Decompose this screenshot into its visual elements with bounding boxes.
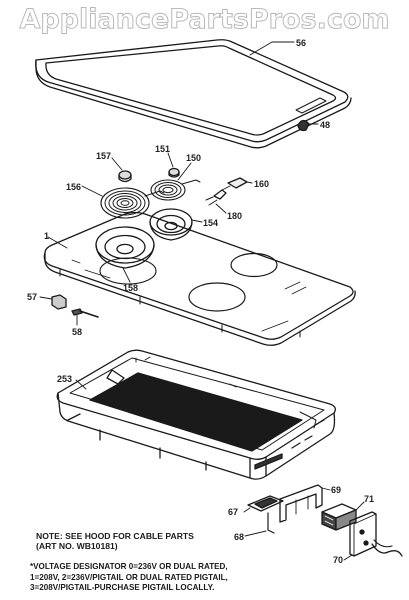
voltage-note-line-2: 1=208V, 2=236V/PIGTAIL OR DUAL RATED PIG…: [30, 572, 228, 582]
screw-part-58: [71, 308, 99, 326]
callout-158: 158: [123, 283, 138, 293]
callout-71: 71: [364, 494, 374, 504]
callout-154: 154: [203, 218, 218, 228]
terminal-block-71: [321, 501, 365, 531]
cable-parts-note: NOTE: SEE HOOD FOR CABLE PARTS (ART NO. …: [36, 531, 194, 551]
callout-253: 253: [57, 374, 72, 384]
surface-element-small-150: [150, 162, 201, 201]
surface-element-large-156: [81, 185, 165, 219]
callout-151: 151: [155, 144, 170, 154]
callout-157: 157: [96, 151, 111, 161]
callout-58: 58: [72, 327, 82, 337]
cable-note-line-2: (ART NO. WB10181): [36, 541, 118, 551]
callout-1: 1: [44, 231, 49, 241]
callout-48: 48: [320, 120, 330, 130]
voltage-note-line-1: *VOLTAGE DESIGNATOR 0=236V OR DUAL RATED…: [30, 562, 228, 571]
cable-note-line-1: NOTE: SEE HOOD FOR CABLE PARTS: [36, 531, 194, 541]
callout-68: 68: [234, 532, 244, 542]
callout-57: 57: [27, 292, 37, 302]
bracket-plate-67-68: [243, 495, 284, 537]
mounting-bracket-70: [343, 511, 403, 561]
callout-67: 67: [228, 507, 238, 517]
bracket-part-57: [39, 294, 67, 310]
burner-box-253: [56, 349, 336, 480]
insert-part-151: [167, 152, 180, 178]
callout-69: 69: [331, 485, 341, 495]
voltage-note-line-3: 3=208V/PIGTAIL-PURCHASE PIGTAIL LOCALLY.: [30, 583, 215, 592]
channel-bracket-69: [279, 484, 331, 523]
callout-150: 150: [186, 153, 201, 163]
voltage-designator-note: *VOLTAGE DESIGNATOR 0=236V OR DUAL RATED…: [30, 562, 228, 594]
watermark: AppliancePartsPros.com: [19, 4, 390, 36]
drip-bowl-insert-157: [111, 157, 132, 183]
callout-160: 160: [254, 179, 269, 189]
callout-180: 180: [227, 211, 242, 221]
cooktop-main-top-1: [43, 211, 356, 346]
callout-156: 156: [66, 182, 81, 192]
trim-frame-part: [35, 39, 352, 149]
terminal-block-160: [205, 177, 253, 214]
clip-part-48: [297, 119, 319, 132]
callout-56: 56: [296, 38, 306, 48]
callout-70: 70: [333, 555, 343, 565]
